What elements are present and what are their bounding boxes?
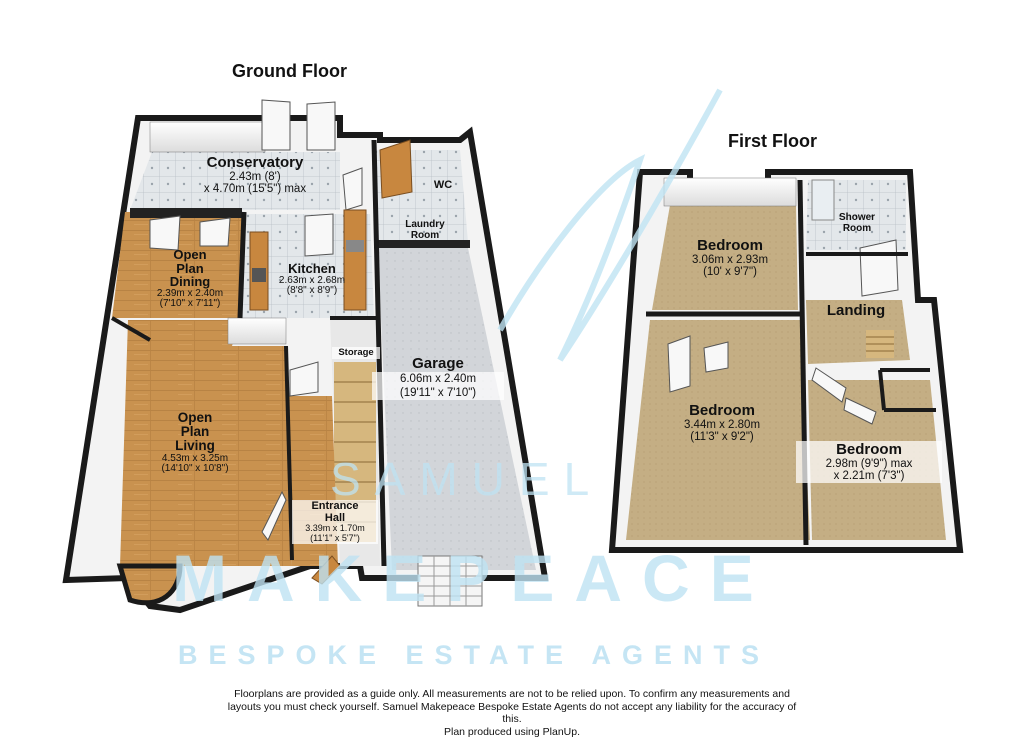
entrance-hall-label: Entrance Hall 3.39m x 1.70m (11'1" x 5'7… [292, 500, 378, 544]
living-dims-2: (14'10" x 10'8") [161, 463, 229, 475]
watermark-line-2: MAKEPEACE [172, 541, 774, 615]
garage-name: Garage [412, 355, 464, 372]
bedroom-2-dims-1: 3.44m x 2.80m [683, 418, 761, 431]
watermark-line-3: BESPOKE ESTATE AGENTS [178, 640, 771, 670]
bedroom-1-label: Bedroom 3.06m x 2.93m (10' x 9'7") [668, 238, 792, 278]
living-dims-1: 4.53m x 3.25m [161, 452, 229, 464]
hall-name-2: Hall [324, 511, 346, 524]
bedroom-3-name: Bedroom [836, 441, 902, 458]
storage-label: Storage [332, 347, 380, 359]
conservatory-door [261, 99, 291, 151]
disclaimer: Floorplans are provided as a guide only.… [150, 688, 874, 738]
dining-name-3: Dining [169, 274, 211, 290]
hall-dims-2: (11'1" x 5'7") [310, 532, 360, 543]
storage-name: Storage [338, 347, 374, 358]
living-name-3: Living [175, 438, 215, 454]
living-name-1: Open [177, 410, 213, 425]
landing-label: Landing [812, 303, 900, 319]
living-label: Open Plan Living 4.53m x 3.25m (14'10" x… [140, 410, 250, 475]
shower-room-label: Shower Room [826, 212, 888, 234]
bedroom-1-dims-2: (10' x 9'7") [703, 265, 757, 278]
living-name-2: Plan [180, 424, 210, 440]
disclaimer-line-3: this. [502, 713, 522, 725]
garage-door [417, 555, 483, 607]
wc-label: WC [428, 179, 458, 192]
dining-dims-2: (7'10" x 7'11") [159, 298, 221, 310]
living-floor [120, 320, 292, 566]
kitchen-label: Kitchen 2.63m x 2.68m (8'8" x 8'9") [262, 262, 362, 297]
dining-name-1: Open [173, 247, 207, 262]
bedroom-2-name: Bedroom [689, 402, 755, 419]
hall-dims-1: 3.39m x 1.70m [305, 523, 365, 534]
first-floor-title: First Floor [728, 131, 817, 151]
laundry-label: Laundry Room [390, 219, 460, 241]
shower-name-2: Room [842, 222, 872, 234]
shower-name-1: Shower [838, 212, 876, 223]
shower-icon [811, 179, 835, 221]
disclaimer-line-2: layouts you must check yourself. Samuel … [227, 700, 797, 713]
kitchen-name: Kitchen [288, 261, 336, 276]
bedroom-3-dims-1: 2.98m (9'9") max [825, 457, 913, 470]
bedroom-3-dims-2: x 2.21m (7'3") [833, 469, 905, 482]
conservatory-floor [130, 152, 340, 210]
watermark-line-1: SAMUEL [330, 453, 604, 505]
bedroom-1-floor [652, 205, 798, 310]
garage-floor [378, 248, 536, 570]
wc-name: WC [433, 179, 453, 191]
garage-dims-2: (19'11" x 7'10") [372, 385, 504, 400]
conservatory-dims-2: x 4.70m (15'5") max [203, 182, 307, 195]
dining-label: Open Plan Dining 2.39m x 2.40m (7'10" x … [140, 248, 240, 310]
dining-name-2: Plan [176, 260, 204, 276]
bedroom-3-label: Bedroom 2.98m (9'9") max x 2.21m (7'3") [796, 441, 942, 483]
hob-icon [252, 268, 266, 282]
front-door [311, 555, 341, 585]
first-floor-plan [608, 169, 964, 553]
kitchen-floor [240, 214, 374, 318]
hall-name-1: Entrance [311, 500, 359, 512]
bedroom-1-dims-1: 3.06m x 2.93m [691, 253, 769, 266]
laundry-name-1: Laundry [405, 219, 445, 230]
conservatory-name: Conservatory [206, 154, 304, 171]
conservatory-dims-1: 2.43m (8') [229, 170, 281, 183]
bedroom-2-label: Bedroom 3.44m x 2.80m (11'3" x 9'2") [660, 403, 784, 443]
garage-dims-1: 6.06m x 2.40m [372, 371, 504, 386]
garage-label: Garage 6.06m x 2.40m (19'11" x 7'10") [372, 356, 504, 400]
landing-name: Landing [826, 302, 886, 319]
bedroom-2-dims-2: (11'3" x 9'2") [690, 430, 754, 443]
first-floor-stairs [866, 330, 894, 358]
disclaimer-line-4: Plan produced using PlanUp. [443, 725, 580, 738]
bay-window [116, 563, 183, 606]
watermark-monogram [497, 88, 723, 362]
dining-dims-1: 2.39m x 2.40m [156, 287, 224, 299]
disclaimer-line-1: Floorplans are provided as a guide only.… [234, 688, 790, 700]
laundry-name-2: Room [410, 229, 440, 241]
kitchen-dims-2: (8'8" x 8'9") [286, 285, 338, 297]
kitchen-dims-1: 2.63m x 2.68m [278, 274, 346, 286]
ground-floor-title: Ground Floor [232, 61, 347, 81]
conservatory-label: Conservatory 2.43m (8') x 4.70m (15'5") … [170, 155, 340, 195]
bedroom-1-name: Bedroom [697, 237, 763, 254]
